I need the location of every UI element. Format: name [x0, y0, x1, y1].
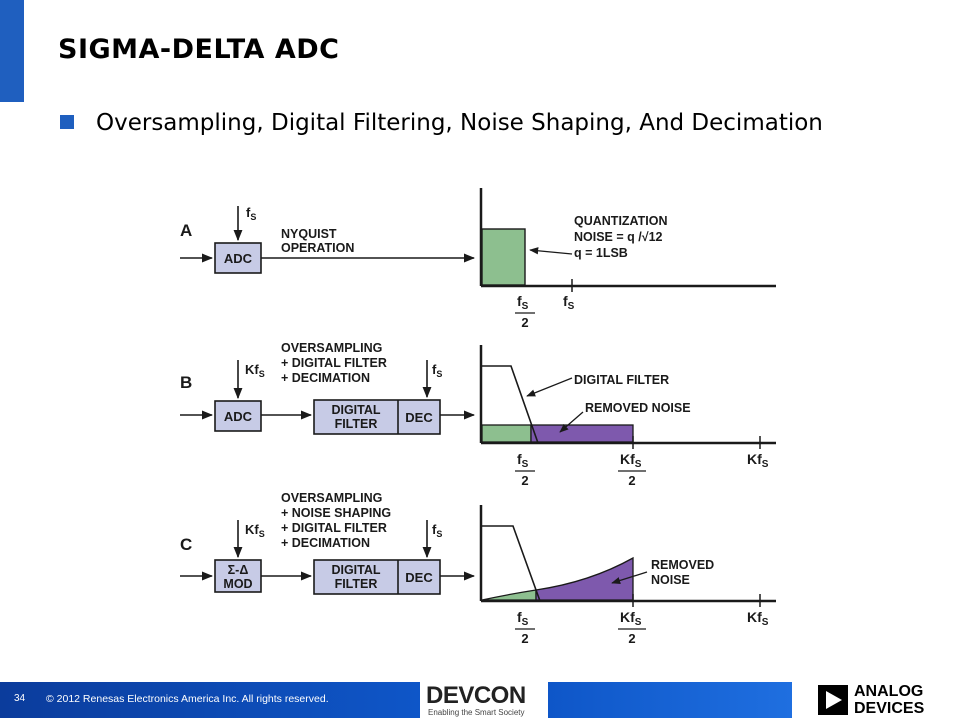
panel-c-removed-noise: [535, 556, 634, 601]
panel-a-adc-box: [214, 242, 262, 274]
devcon-tagline: Enabling the Smart Society: [428, 708, 525, 717]
panel-c-mod-2: MOD: [223, 577, 252, 591]
panel-c-dec-label: DEC: [405, 570, 433, 585]
panel-b-adc-box: [214, 400, 262, 432]
panel-a-clock-label: fS: [246, 205, 256, 222]
devcon-logo-text: DEVCON: [426, 682, 526, 709]
analog-devices-triangle-icon: [818, 685, 848, 715]
panel-b-caption-2: + DIGITAL FILTER: [281, 356, 387, 370]
panel-b-inband-noise: [481, 424, 532, 443]
panel-c-caption-4: + DECIMATION: [281, 536, 370, 550]
panel-b-dec-label: DEC: [405, 410, 433, 425]
slide-footer: 34 © 2012 Renesas Electronics America In…: [0, 680, 960, 720]
panel-c-letter: C: [180, 535, 192, 554]
panel-c-caption-2: + NOISE SHAPING: [281, 506, 391, 520]
panel-a-note-1: QUANTIZATION: [574, 214, 668, 228]
panel-c-filter-1: DIGITAL: [331, 563, 380, 577]
panel-a-tick-1: fS: [517, 293, 529, 312]
panel-c-clock-in: KfS: [245, 522, 265, 539]
copyright-text: © 2012 Renesas Electronics America Inc. …: [46, 693, 329, 705]
panel-c-tick-2: KfS: [620, 609, 642, 628]
panel-b-tick-2: KfS: [620, 451, 642, 470]
bullet-item: Oversampling, Digital Filtering, Noise S…: [60, 108, 840, 139]
panel-c-mod-1: Σ-Δ: [228, 563, 249, 577]
panel-a-tick-2: fS: [563, 293, 575, 312]
panel-c-filter-2: FILTER: [335, 577, 378, 591]
panel-b-filter-curve: [482, 365, 539, 444]
panel-b-caption-3: + DECIMATION: [281, 371, 370, 385]
footer-band-right: [548, 682, 792, 718]
title-accent-bar: [0, 0, 24, 102]
panel-a-letter: A: [180, 221, 192, 240]
bullet-text: Oversampling, Digital Filtering, Noise S…: [96, 110, 823, 136]
panel-c: C Σ-Δ MOD KfS DIGITAL FILTER DEC fS OVER…: [180, 491, 776, 646]
panel-b-caption-1: OVERSAMPLING: [281, 341, 382, 355]
panel-a-quantization-noise: [481, 228, 526, 286]
panel-a-note-3: q = 1LSB: [574, 246, 628, 260]
panel-c-note-2: NOISE: [651, 573, 690, 587]
footer-band-left: [0, 682, 420, 718]
panel-b-clock-out: fS: [432, 362, 442, 379]
panel-c-caption-1: OVERSAMPLING: [281, 491, 382, 505]
panel-a-adc-label: ADC: [224, 251, 253, 266]
panel-b-note-filter: DIGITAL FILTER: [574, 373, 669, 387]
panel-a: A ADC fS NYQUIST OPERATION QUANTIZATION …: [180, 188, 776, 330]
page-number: 34: [14, 693, 26, 704]
analog-devices-logo: ANALOG DEVICES: [810, 680, 960, 720]
panel-b-tick-2-den: 2: [628, 473, 635, 488]
panel-b-filter-2: FILTER: [335, 417, 378, 431]
bullet-square-icon: [60, 115, 74, 129]
panel-b-letter: B: [180, 373, 192, 392]
panel-b-adc-label: ADC: [224, 409, 253, 424]
panel-b-clock-in: KfS: [245, 362, 265, 379]
panel-a-tick-1-den: 2: [521, 315, 528, 330]
panel-c-inband-noise: [481, 589, 537, 601]
panel-b-tick-1-den: 2: [521, 473, 528, 488]
analog-devices-text: ANALOG DEVICES: [854, 683, 925, 717]
panel-c-caption-3: + DIGITAL FILTER: [281, 521, 387, 535]
panel-b-filter-box: [313, 399, 441, 435]
panel-c-clock-out: fS: [432, 522, 442, 539]
devcon-logo: DEVCON Enabling the Smart Society: [420, 680, 548, 720]
panel-b-removed-noise: [530, 424, 634, 443]
panel-c-tick-3: KfS: [747, 609, 769, 628]
panel-b-tick-1: fS: [517, 451, 529, 470]
panel-c-note-1: REMOVED: [651, 558, 714, 572]
panel-c-filter-curve: [482, 525, 541, 602]
panel-a-caption-1: NYQUIST: [281, 227, 337, 241]
panel-b-filter-1: DIGITAL: [331, 403, 380, 417]
sigma-delta-diagram: A ADC fS NYQUIST OPERATION QUANTIZATION …: [180, 188, 776, 646]
panel-a-caption-2: OPERATION: [281, 241, 354, 255]
slide-title: SIGMA-DELTA ADC: [58, 34, 340, 65]
panel-a-note-2: NOISE = q /√12: [574, 230, 663, 244]
panel-b: B ADC KfS DIGITAL FILTER DEC fS OVERSAMP…: [180, 341, 776, 488]
panel-c-tick-1-den: 2: [521, 631, 528, 646]
panel-c-mod-box: [214, 559, 262, 593]
panel-c-filter-box: [313, 559, 441, 595]
panel-c-tick-1: fS: [517, 609, 529, 628]
panel-b-note-noise: REMOVED NOISE: [585, 401, 691, 415]
panel-b-tick-3: KfS: [747, 451, 769, 470]
panel-c-tick-2-den: 2: [628, 631, 635, 646]
